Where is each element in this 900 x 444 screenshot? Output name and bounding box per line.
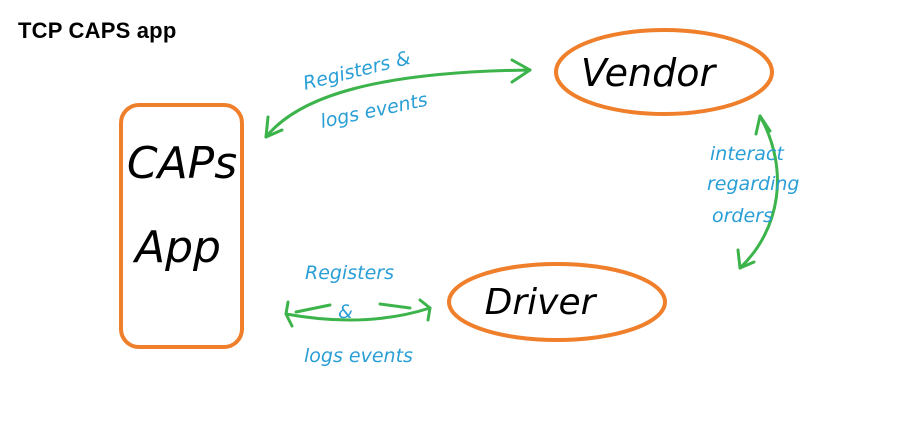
label-driver-caps: Registers & logs events (304, 262, 413, 367)
label-driver-caps-line2: & (338, 301, 353, 323)
label-driver-caps-line1: Registers (305, 262, 394, 284)
label-vendor-driver-line2: regarding (707, 173, 799, 195)
label-vendor-driver-line3: orders (712, 205, 773, 227)
driver-label: Driver (485, 282, 598, 323)
label-driver-caps-line3: logs events (304, 345, 413, 367)
page-title: TCP CAPS app (18, 18, 177, 43)
arrow-vendor-driver (736, 114, 779, 270)
arrow-caps-vendor (264, 58, 532, 139)
caps-app-label-line1: CAPs (127, 138, 237, 189)
label-vendor-caps: Registers & logs events (301, 47, 430, 133)
label-vendor-driver: interact regarding orders (707, 143, 799, 227)
caps-app-node (119, 103, 244, 349)
driver-node (447, 262, 667, 342)
vendor-label: Vendor (581, 51, 718, 95)
caps-app-label-line2: App (132, 222, 221, 273)
label-vendor-driver-line1: interact (710, 143, 785, 165)
vendor-node (554, 28, 774, 116)
arrow-caps-driver (284, 298, 432, 328)
